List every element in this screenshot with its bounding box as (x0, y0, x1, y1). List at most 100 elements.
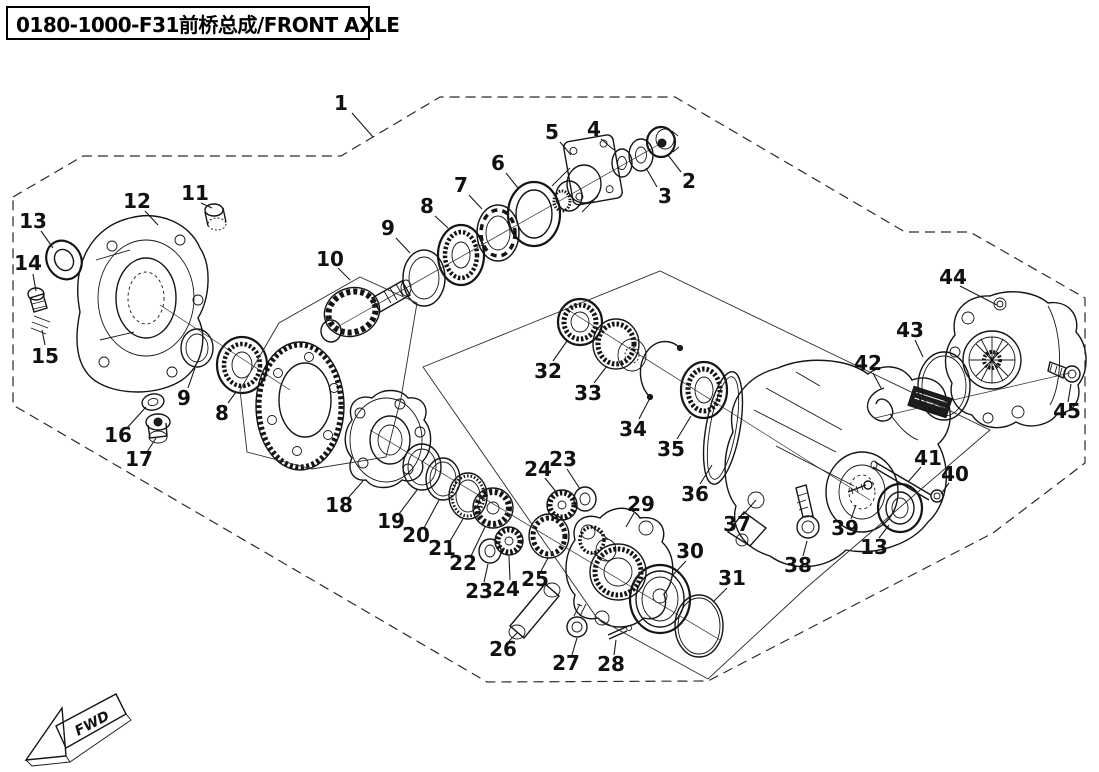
part-number-label: 40 (941, 462, 969, 486)
bearing-32 (556, 297, 604, 347)
bearing-8-top (436, 223, 486, 287)
callout-leader-line (126, 406, 147, 429)
callout-leader-line (872, 372, 882, 389)
part-number-label: 36 (681, 482, 709, 506)
callout-leader-line (625, 512, 635, 528)
callout-leader-line (593, 365, 608, 384)
part-number-label: 6 (491, 151, 505, 175)
page-title: 0180-1000-F31前桥总成/FRONT AXLE (16, 12, 400, 37)
part-number-label: 35 (657, 437, 685, 461)
callout-leader-line (671, 560, 687, 577)
part-number-label: 42 (854, 351, 882, 375)
part-number-label: 8 (420, 194, 434, 218)
seal-ring-6 (506, 180, 562, 248)
part-number-label: 29 (627, 492, 655, 516)
bolt-27 (566, 603, 588, 638)
shim-19 (402, 443, 442, 491)
part-number-label: 7 (454, 173, 468, 197)
part-number-label: 5 (545, 120, 559, 144)
fwd-label: FWD (72, 708, 112, 739)
callout-leader-line (544, 477, 558, 494)
axle-pin-26 (508, 582, 561, 640)
part-number-label: 30 (676, 539, 704, 563)
differential-group-outline (422, 270, 991, 680)
part-number-label: 38 (784, 553, 812, 577)
actuator-motor-44 (944, 291, 1087, 429)
callout-leader-line (505, 172, 519, 189)
oil-seal-13-right (876, 482, 924, 534)
callout-leader-line (483, 563, 489, 583)
part-number-label: 3 (658, 184, 672, 208)
callout-leader-line (434, 215, 449, 229)
thread-detail-15 (30, 315, 51, 335)
center-axis-line (874, 372, 1071, 419)
callout-leader-line (40, 230, 54, 249)
pinion-nut-2 (645, 125, 680, 159)
callout-leader-line (878, 524, 890, 539)
part-number-label: 19 (377, 509, 405, 533)
part-number-label: 41 (914, 446, 942, 470)
part-number-label: 31 (718, 566, 746, 590)
callout-leader-line (200, 202, 213, 209)
part-number-label: 1 (334, 91, 348, 115)
o-ring-43 (917, 351, 971, 421)
part-number-label: 15 (31, 344, 59, 368)
part-number-label: 26 (489, 637, 517, 661)
lock-ring-7 (476, 204, 520, 262)
splined-sleeve-33 (592, 318, 647, 372)
bolt-45 (1047, 361, 1081, 383)
assembly-outer-boundary (12, 96, 1086, 683)
callout-leader-line (667, 154, 682, 173)
oil-seal-13-left (45, 239, 83, 281)
part-number-label: 20 (402, 523, 430, 547)
callout-leader-line (552, 340, 568, 362)
callout-leader-line (1067, 383, 1072, 403)
callout-leader-line (146, 437, 157, 453)
axle-housing-left-illustration (76, 215, 209, 393)
bearing-8-left (215, 335, 269, 395)
part-number-label: 37 (723, 512, 751, 536)
part-number-label: 16 (104, 423, 132, 447)
callout-leader-line (638, 397, 651, 420)
callout-leader-line (540, 557, 549, 572)
callout-leader-line (907, 466, 922, 483)
callout-leader-line (227, 391, 237, 404)
part-number-label: 8 (215, 401, 229, 425)
center-axis-line (369, 429, 721, 641)
center-axis-line (331, 144, 659, 331)
callout-leader-line (712, 587, 728, 603)
callout-leader-line (959, 285, 998, 306)
part-number-label: 9 (381, 216, 395, 240)
part-number-label: 32 (534, 359, 562, 383)
center-axis-line (159, 304, 291, 391)
callout-leader-line (32, 273, 37, 292)
callout-leader-line (940, 482, 950, 495)
center-axis-line (564, 307, 871, 501)
spider-gear-24-upper (546, 489, 578, 521)
callout-leader-line (468, 194, 483, 210)
gear-set-group-outline (239, 276, 418, 470)
spider-washer-23-upper (573, 486, 597, 512)
fwd-direction-arrow: FWD (24, 693, 132, 767)
part-number-label: 13 (860, 535, 888, 559)
callout-leader-line (41, 329, 46, 346)
part-number-label: 39 (831, 516, 859, 540)
part-number-label: 27 (552, 651, 580, 675)
side-gear-22 (472, 487, 514, 529)
callout-leader-line (187, 367, 196, 389)
large-o-ring-36 (702, 371, 744, 485)
part-number-label: 9 (177, 386, 191, 410)
dowel-pin-41 (870, 460, 932, 501)
part-number-label: 10 (316, 247, 344, 271)
callout-leader-line (337, 267, 351, 281)
pinion-gear-10 (320, 279, 412, 343)
callout-leader-line (398, 489, 418, 515)
part-number-label: 2 (682, 169, 696, 193)
part-number-label: 18 (325, 493, 353, 517)
spider-gear-24-lower (494, 526, 524, 556)
callout-leader-line (571, 637, 578, 656)
callout-leader-line (144, 210, 159, 226)
part-number-label: 33 (574, 381, 602, 405)
